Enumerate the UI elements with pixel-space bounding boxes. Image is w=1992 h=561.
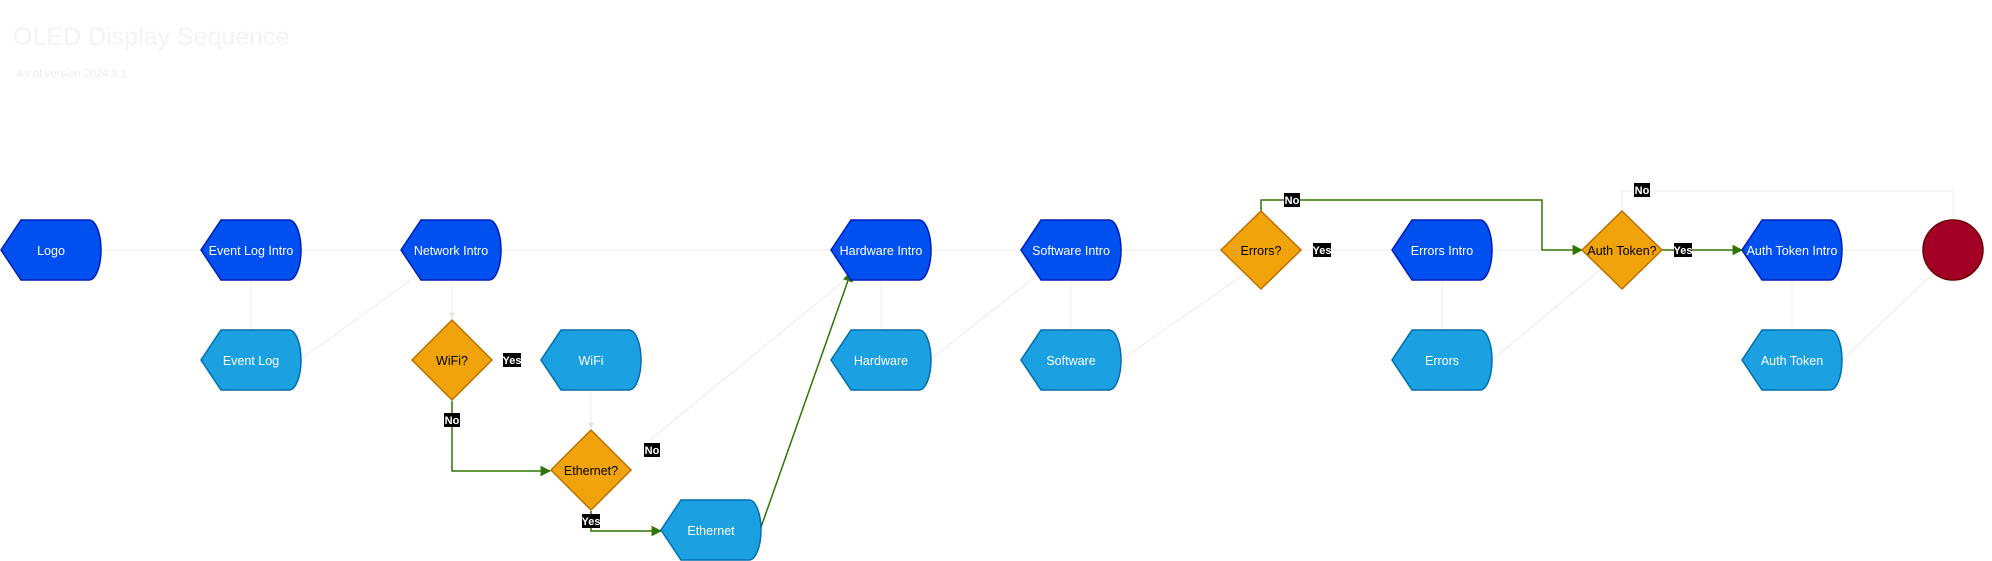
display-shape — [540, 329, 642, 391]
edge-ethernet-yes-ethernetscreen — [590, 511, 663, 537]
node-wifi[interactable]: WiFi — [540, 329, 642, 391]
label-bg — [1284, 193, 1300, 207]
label-text: Yes — [503, 355, 522, 367]
display-shape — [1020, 219, 1122, 281]
node-label: Event Log — [223, 354, 279, 368]
edge-errors-no-authdecision — [1260, 199, 1584, 256]
display-shape — [200, 219, 302, 281]
label-text: No — [445, 415, 460, 427]
edge-label-auth-no: No — [1634, 183, 1650, 197]
label-bg — [1634, 183, 1650, 197]
node-errors[interactable]: Errors — [1391, 329, 1493, 391]
node-label: Software — [1046, 354, 1095, 368]
edge-ethernet-no-up — [649, 279, 846, 441]
edge-auth-no-to-end — [1621, 190, 1954, 220]
node-event-log-intro[interactable]: Event Log Intro — [200, 219, 302, 281]
label-text: No — [645, 445, 660, 457]
node-label: Logo — [37, 244, 65, 258]
diagram-title: OLED Display Sequence — [13, 23, 290, 51]
display-shape — [200, 329, 302, 391]
label-text: Yes — [1674, 245, 1693, 257]
label-bg — [444, 413, 460, 427]
node-auth-token-intro[interactable]: Auth Token Intro — [1741, 219, 1843, 281]
label-bg — [1674, 243, 1692, 257]
decision-diamond — [410, 318, 494, 402]
decision-diamond — [1219, 209, 1303, 291]
label-bg — [503, 353, 521, 367]
faint-connectors — [101, 190, 1954, 441]
node-logo[interactable]: Logo — [0, 219, 102, 281]
label-bg — [644, 443, 660, 457]
node-label: Ethernet — [687, 524, 735, 538]
edge-eventlog-networkintro — [299, 276, 416, 361]
edge-authtoken-end — [1841, 271, 1936, 361]
node-label: Software Intro — [1032, 244, 1110, 258]
edge-errors-authdecision — [1491, 269, 1601, 361]
display-shape — [1391, 329, 1493, 391]
label-bg — [1313, 243, 1331, 257]
node-auth-token[interactable]: Auth Token — [1741, 329, 1843, 391]
edge-hardware-softwareintro — [929, 275, 1037, 361]
node-label: Errors? — [1241, 244, 1282, 258]
node-ethernet[interactable]: Ethernet — [660, 499, 762, 561]
node-label: Errors — [1425, 354, 1459, 368]
node-software-intro[interactable]: Software Intro — [1020, 219, 1122, 281]
display-shape — [1391, 219, 1493, 281]
node-ethernet-decision[interactable]: Ethernet? — [549, 428, 633, 512]
node-label: Hardware Intro — [840, 244, 923, 258]
node-label: WiFi — [579, 354, 604, 368]
edge-wifi-no-ethernet — [451, 401, 552, 477]
edge-label-auth-yes: Yes — [1674, 243, 1693, 257]
display-shape — [1020, 329, 1122, 391]
node-auth-token-decision[interactable]: Auth Token? — [1580, 209, 1664, 291]
node-errors-decision[interactable]: Errors? — [1219, 209, 1303, 291]
flow-connectors — [451, 199, 1744, 537]
display-shape — [830, 329, 932, 391]
edge-label-errors-yes: Yes — [1313, 243, 1332, 257]
node-network-intro[interactable]: Network Intro — [400, 219, 502, 281]
edge-ethernet-hardwareintro — [759, 271, 853, 531]
diagram-subtitle: As of version 2024.3.1 — [17, 68, 127, 80]
edge-label-errors-no: No — [1284, 193, 1300, 207]
display-shape — [400, 219, 502, 281]
node-label: WiFi? — [436, 354, 468, 368]
label-text: Yes — [1313, 245, 1332, 257]
node-label: Ethernet? — [564, 464, 618, 478]
node-label: Hardware — [854, 354, 908, 368]
node-label: Network Intro — [414, 244, 488, 258]
node-label: Auth Token — [1761, 354, 1823, 368]
edge-label-wifi-no: No — [444, 413, 460, 427]
node-label: Errors Intro — [1411, 244, 1474, 258]
node-errors-intro[interactable]: Errors Intro — [1391, 219, 1493, 281]
display-shape — [1741, 219, 1843, 281]
display-shape — [1741, 329, 1843, 391]
node-label: Auth Token? — [1587, 244, 1656, 258]
node-label: Event Log Intro — [209, 244, 294, 258]
display-shape — [660, 499, 762, 561]
display-shape — [830, 219, 932, 281]
label-text: No — [1285, 195, 1300, 207]
node-wifi-decision[interactable]: WiFi? — [410, 318, 494, 402]
node-label: Auth Token Intro — [1747, 244, 1838, 258]
edge-label-wifi-yes: Yes — [503, 353, 522, 367]
label-text: Yes — [582, 516, 601, 528]
display-shape — [0, 219, 102, 281]
node-software[interactable]: Software — [1020, 329, 1122, 391]
decision-diamond — [549, 428, 633, 512]
decision-diamond — [1580, 209, 1664, 291]
node-hardware[interactable]: Hardware — [830, 329, 932, 391]
node-event-log[interactable]: Event Log — [200, 329, 302, 391]
label-bg — [582, 514, 600, 528]
edge-label-ethernet-yes: Yes — [582, 514, 601, 528]
edge-label-ethernet-no: No — [644, 443, 660, 457]
node-hardware-intro[interactable]: Hardware Intro — [830, 219, 932, 281]
node-end[interactable] — [1922, 219, 1984, 281]
edge-software-errorsdecision — [1120, 274, 1244, 361]
label-text: No — [1635, 185, 1650, 197]
